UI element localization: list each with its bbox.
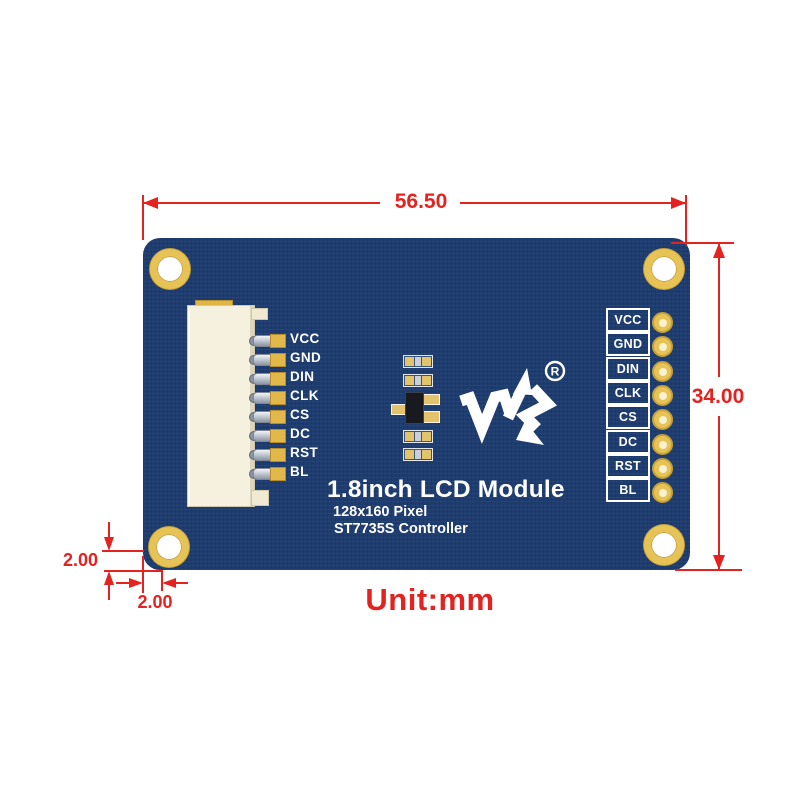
smd-resistor bbox=[403, 448, 433, 461]
unit-label: Unit:mm bbox=[365, 582, 495, 617]
pin-label-box: BL bbox=[606, 478, 650, 502]
connector-pin bbox=[249, 447, 286, 462]
mounting-hole bbox=[149, 527, 189, 567]
registered-trademark bbox=[544, 360, 566, 382]
transistor-pad bbox=[423, 394, 440, 405]
pin-label-box: CLK bbox=[606, 381, 650, 405]
connector-tab bbox=[251, 490, 269, 506]
connector-pin bbox=[249, 390, 286, 405]
through-hole-pad bbox=[652, 385, 673, 406]
connector-pin bbox=[249, 409, 286, 424]
pin-label-box: VCC bbox=[606, 308, 650, 332]
through-hole-pad bbox=[652, 409, 673, 430]
mounting-hole bbox=[644, 249, 684, 289]
pin-name-left: CS bbox=[290, 407, 310, 422]
smd-resistor bbox=[403, 374, 433, 387]
dim-height-label: 34.00 bbox=[691, 385, 745, 408]
module-controller: ST7735S Controller bbox=[334, 521, 468, 537]
connector-pin bbox=[249, 466, 286, 481]
dim-hole-offset-vertical-label: 2.00 bbox=[62, 550, 98, 570]
transistor-pad bbox=[423, 411, 440, 423]
pin-name-left: GND bbox=[290, 350, 322, 365]
through-hole-pad bbox=[652, 336, 673, 357]
smd-resistor bbox=[403, 430, 433, 443]
pin-label-box: DIN bbox=[606, 357, 650, 381]
pin-label-box: DC bbox=[606, 430, 650, 454]
pin-label-box: GND bbox=[606, 332, 650, 356]
through-hole-pad bbox=[652, 458, 673, 479]
pin-name-left: VCC bbox=[290, 331, 320, 346]
module-title: 1.8inch LCD Module bbox=[327, 476, 565, 503]
pin-name-left: CLK bbox=[290, 388, 319, 403]
jst-connector bbox=[187, 305, 255, 507]
mounting-hole bbox=[644, 525, 684, 565]
dim-width-label: 56.50 bbox=[394, 190, 448, 213]
dim-hole-offset-horizontal-label: 2.00 bbox=[137, 592, 173, 612]
pin-label-box: RST bbox=[606, 454, 650, 478]
mounting-hole bbox=[150, 249, 190, 289]
connector-pin bbox=[249, 352, 286, 367]
pin-name-left: RST bbox=[290, 445, 319, 460]
module-resolution: 128x160 Pixel bbox=[333, 504, 428, 520]
smd-transistor bbox=[405, 392, 424, 424]
pin-name-left: DC bbox=[290, 426, 311, 441]
pin-label-box: CS bbox=[606, 405, 650, 429]
registered-trademark-letter: R bbox=[551, 365, 560, 379]
connector-pin bbox=[249, 428, 286, 443]
through-hole-pad bbox=[652, 434, 673, 455]
pcb-board: VCC GND DIN CLK CS DC RST BL R 1 bbox=[143, 238, 690, 570]
pin-name-left: DIN bbox=[290, 369, 315, 384]
pin-name-left: BL bbox=[290, 464, 309, 479]
waveshare-logo-icon: R bbox=[459, 360, 566, 445]
connector-tab bbox=[251, 308, 268, 320]
smd-resistor bbox=[403, 355, 433, 368]
through-hole-pad bbox=[652, 361, 673, 382]
through-hole-pad bbox=[652, 312, 673, 333]
connector-pin bbox=[249, 333, 286, 348]
through-hole-pad bbox=[652, 482, 673, 503]
connector-pin bbox=[249, 371, 286, 386]
